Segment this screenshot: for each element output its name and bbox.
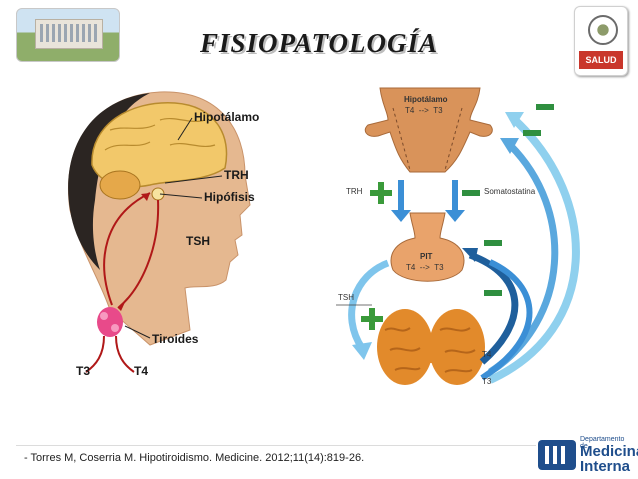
salud-logo: SALUD [574,6,628,76]
label-t4: T4 [134,364,149,378]
hospital-building-icon [35,19,103,49]
mi-logo-icon [538,440,576,470]
trh-down-arrow [391,180,411,222]
label-pituitary: Hipófisis [204,190,255,204]
diagram-label-tsh: TSH [338,293,354,302]
feedback-minus-icon-2 [523,130,541,136]
feedback-arrow-left [103,192,151,306]
label-hypothalamus: Hipotálamo [194,110,260,124]
mexico-seal-icon [588,15,618,45]
diagram-label-trh: TRH [346,187,363,196]
feedback-minus-icon-4 [484,290,502,296]
diagram-pit-conversion: T4 --> T3 [406,263,444,272]
hospital-photo [16,8,120,62]
label-t3: T3 [76,364,91,378]
slide-title: FISIOPATOLOGÍA [199,28,439,58]
diagram-hypothalamus [364,87,493,173]
label-trh: TRH [224,168,249,182]
reference-citation: - Torres M, Coserria M. Hipotiroidismo. … [24,452,365,464]
somatostatin-minus-icon [462,190,480,196]
label-thyroid: Tiroides [152,332,199,346]
tsh-curve-arrow [348,259,390,350]
somatostatin-down-arrow [445,180,465,222]
diagram-pituitary [390,212,465,282]
salud-label: SALUD [579,51,623,69]
diagram-hypothalamus-conversion: T4 --> T3 [405,106,443,115]
feedback-minus-icon-3 [484,240,502,246]
mi-department-label: Departamento de [580,436,625,450]
feedback-arrow-inner-t4 [468,251,519,365]
trh-plus-icon [370,182,392,204]
diagram-label-t3: T3 [482,377,492,386]
diagram-label-pit: PIT [420,252,433,261]
mi-name-line2: Interna [580,458,631,475]
diagram-label-t4: T4 [482,350,492,359]
reference-divider [16,445,536,446]
diagram-thyroid [377,309,485,385]
diagram-label-somatostatin: Somatostatina [484,187,536,196]
medicina-interna-logo: Departamento de Medicina Interna [538,434,638,476]
diagram-label-hypothalamus: Hipotálamo [404,95,448,104]
cerebellum [99,170,141,200]
thyroid-gland [97,307,123,337]
feedback-arrow-inner-t3 [480,259,533,381]
mi-name-line1: Medicina [580,443,638,460]
hair [68,93,150,270]
label-tsh: TSH [186,234,210,248]
feedback-minus-icon-1 [536,104,554,110]
tsh-plus-icon [361,308,383,330]
feedback-arrow-outer [488,117,580,384]
